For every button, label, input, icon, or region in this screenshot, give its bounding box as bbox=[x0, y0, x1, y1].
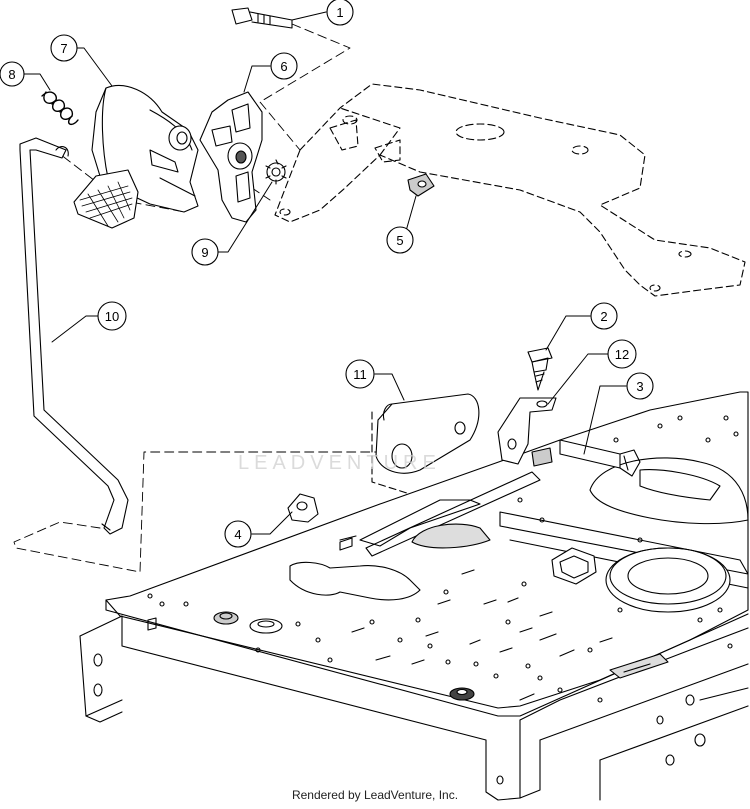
svg-text:4: 4 bbox=[234, 527, 241, 542]
screw-part-2 bbox=[527, 347, 553, 391]
nut-part-4 bbox=[287, 493, 319, 523]
svg-text:2: 2 bbox=[600, 309, 607, 324]
svg-text:11: 11 bbox=[353, 367, 367, 382]
callout-5: 5 bbox=[386, 226, 414, 254]
svg-text:10: 10 bbox=[105, 309, 119, 324]
callout-11: 11 bbox=[345, 359, 375, 389]
watermark: LEADVENTURE bbox=[238, 452, 441, 474]
svg-text:1: 1 bbox=[336, 5, 343, 20]
callout-7: 7 bbox=[50, 34, 78, 62]
callout-12: 12 bbox=[607, 339, 637, 369]
chassis-frame bbox=[79, 391, 749, 801]
ratchet-plate-part-6 bbox=[199, 91, 263, 223]
callout-4: 4 bbox=[224, 520, 252, 548]
svg-text:9: 9 bbox=[201, 245, 208, 260]
assembly-lines-rod bbox=[13, 451, 401, 573]
rod-part-10 bbox=[19, 137, 129, 535]
seat-bracket bbox=[274, 83, 746, 297]
svg-text:3: 3 bbox=[636, 379, 643, 394]
svg-text:7: 7 bbox=[60, 41, 67, 56]
callout-1: 1 bbox=[326, 0, 354, 26]
svg-text:6: 6 bbox=[280, 59, 287, 74]
pivot-arm-part-11 bbox=[371, 393, 480, 495]
callout-8: 8 bbox=[0, 61, 25, 87]
callout-6: 6 bbox=[270, 52, 298, 80]
callout-10: 10 bbox=[97, 301, 127, 331]
bolt-part-1 bbox=[231, 7, 293, 29]
bracket-part-12 bbox=[497, 397, 557, 467]
nut-plate-part-5 bbox=[407, 173, 435, 197]
pedal-housing-part-7 bbox=[73, 84, 199, 229]
svg-text:12: 12 bbox=[615, 347, 629, 362]
callout-2: 2 bbox=[590, 302, 618, 330]
footer-credit: Rendered by LeadVenture, Inc. bbox=[291, 788, 459, 802]
callout-bubbles: 1 2 3 4 5 6 7 8 bbox=[0, 0, 654, 548]
svg-text:8: 8 bbox=[8, 67, 15, 82]
star-washer-part-9 bbox=[265, 159, 287, 185]
callout-9: 9 bbox=[191, 238, 219, 266]
svg-text:5: 5 bbox=[396, 233, 403, 248]
spring-part-8 bbox=[41, 91, 79, 126]
bolt-part-3 bbox=[559, 439, 641, 477]
callout-3: 3 bbox=[626, 372, 654, 400]
